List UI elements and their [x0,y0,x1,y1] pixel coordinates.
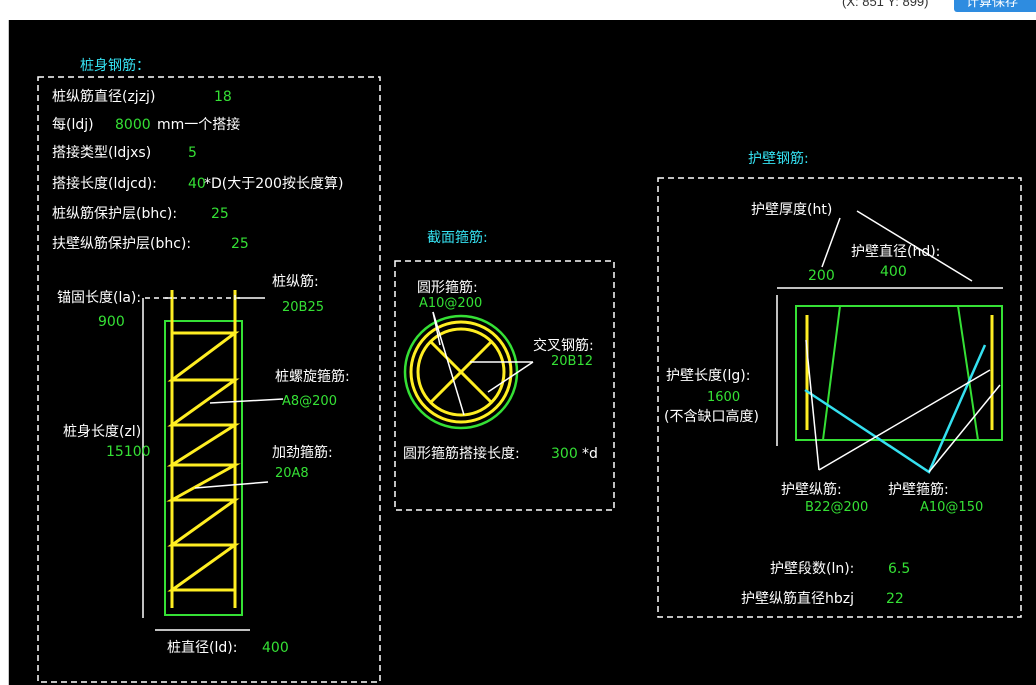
wall-dia-value[interactable]: 400 [880,264,907,280]
wall-stirrup-value[interactable]: A10@150 [920,500,983,515]
rebar-drawing: 桩身钢筋： 桩纵筋直径(zjzj) 18 每(ldj) 8000 mm一个搭接 … [37,57,1022,683]
spiral-stirrup-label: 桩螺旋箍筋: [275,368,350,385]
lap-length-label: 搭接长度(ldjcd): [52,175,157,192]
stiff-leader [194,481,269,489]
wall-bar-leader-2 [818,369,991,471]
spiral-stirrup-value[interactable]: A8@200 [282,394,337,409]
wall-bar-leader-1 [805,339,820,471]
lap-type-value[interactable]: 5 [188,145,197,161]
wall-dia-label: 护壁直径(hd): [851,243,940,260]
wall-inner-left [822,305,841,441]
calculate-save-button[interactable]: 计算保存 [954,0,1036,12]
wall-cover-value[interactable]: 25 [231,236,249,252]
circle-stirrup-outer [409,320,513,424]
pile-length-value[interactable]: 15100 [106,444,151,460]
wall-stirrup-leader [928,384,1001,473]
top-toolbar: (X: 851 Y: 899) 计算保存 [0,0,1036,20]
circle-stirrup-label: 圆形箍筋: [417,279,478,296]
spiral-stirrup [166,331,241,592]
anchor-length-value[interactable]: 900 [98,314,125,330]
lap-every-label: 每(ldj) [52,117,94,133]
lap-type-label: 搭接类型(ldjxs) [52,144,151,161]
wall-length-note: (不含缺口高度) [664,408,759,425]
section-title: 截面箍筋: [427,229,488,246]
anchor-length-label: 锚固长度(la): [57,290,141,306]
lap-every-value[interactable]: 8000 [115,117,151,133]
wall-segments-value[interactable]: 6.5 [888,561,910,577]
wall-stirrup-label: 护壁箍筋: [888,481,949,498]
wall-outline [795,305,1003,441]
wall-long-bar-value[interactable]: B22@200 [805,500,868,515]
pile-cover-label: 桩纵筋保护层(bhc): [52,205,177,222]
drawing-canvas: 桩身钢筋： 桩纵筋直径(zjzj) 18 每(ldj) 8000 mm一个搭接 … [9,20,1036,685]
pile-cover-value[interactable]: 25 [211,206,229,222]
section-panel-frame [394,260,615,511]
thickness-leader [821,217,841,268]
wall-inner-right [957,305,979,441]
spiral-leader [209,398,284,404]
pile-long-bar-value[interactable]: 20B25 [282,300,324,315]
cross-bar-value[interactable]: 20B12 [551,354,593,369]
wall-thickness-value[interactable]: 200 [808,268,835,284]
wall-cover-label: 扶壁纵筋保护层(bhc): [52,235,191,252]
pile-bar-dia-value[interactable]: 18 [214,89,232,105]
pile-dia-value[interactable]: 400 [262,640,289,656]
wall-title: 护壁钢筋: [748,150,809,167]
lap-every-suffix: mm一个搭接 [157,116,240,133]
wall-panel-frame [657,177,1022,618]
pile-long-bar-label: 桩纵筋: [272,273,319,290]
wall-length-value[interactable]: 1600 [707,390,740,405]
circle-lap-suffix: *d [582,446,598,462]
pile-body-title: 桩身钢筋： [80,57,150,74]
circle-leader-2 [432,311,441,346]
wall-bar-dia-label: 护壁纵筋直径hbzj [741,590,854,607]
cross-leader-2 [487,361,534,393]
lap-length-suffix: *D(大于200按长度算) [204,176,343,192]
circle-lap-label: 圆形箍筋搭接长度: [403,445,520,462]
wall-long-bar-label: 护壁纵筋: [781,481,842,498]
circle-stirrup-inner [416,327,506,417]
pile-length-label: 桩身长度(zl) [63,423,141,440]
pile-bar-dia-label: 桩纵筋直径(zjzj) [52,88,155,105]
pile-panel-frame [37,76,381,683]
coordinate-readout: (X: 851 Y: 899) [842,0,929,9]
diameter-leader [856,210,973,282]
circle-leader-1 [432,311,465,416]
cross-bar-2 [429,340,493,404]
wall-segments-label: 护壁段数(ln): [770,561,854,577]
stiff-stirrup-label: 加劲箍筋: [272,444,333,461]
wall-length-label: 护壁长度(lg): [666,368,750,384]
stiff-stirrup-value[interactable]: 20A8 [275,466,309,481]
circle-lap-value[interactable]: 300 [551,446,578,462]
wall-bar-dia-value[interactable]: 22 [886,591,904,607]
pile-outline [164,320,243,616]
left-panel-edge [0,20,9,685]
wall-thickness-label: 护壁厚度(ht) [751,202,832,218]
pile-dia-label: 桩直径(ld): [167,639,237,656]
cross-bar-label: 交叉钢筋: [533,337,594,354]
lap-length-value[interactable]: 40 [188,176,206,192]
circle-stirrup-value[interactable]: A10@200 [419,296,482,311]
